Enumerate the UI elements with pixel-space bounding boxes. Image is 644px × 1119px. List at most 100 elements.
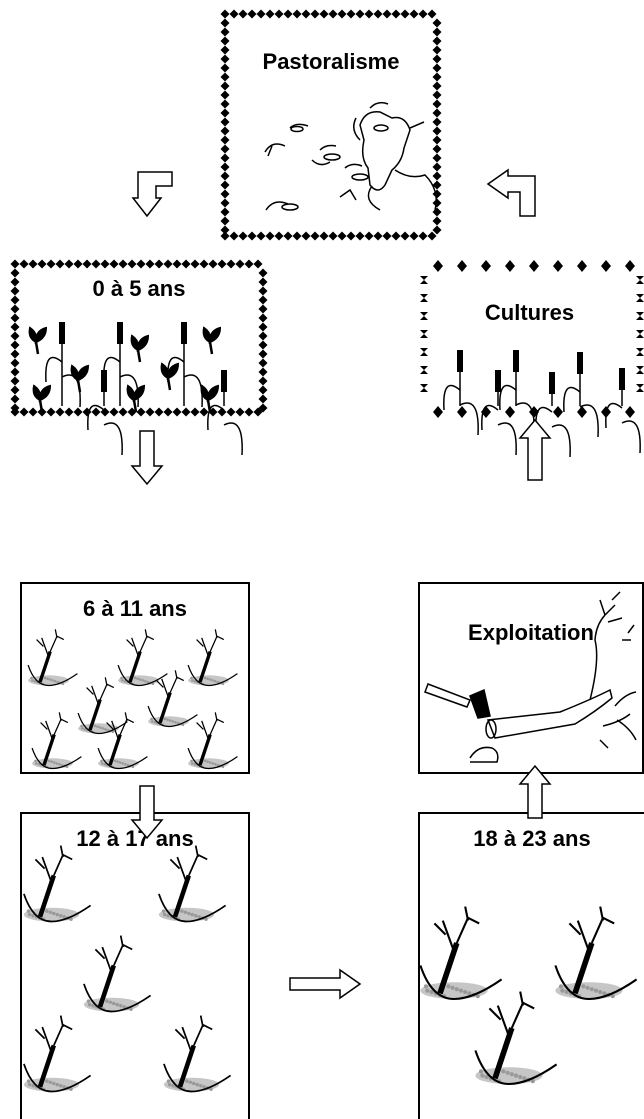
- border-diamond: [226, 407, 236, 417]
- border-diamond: [274, 9, 284, 19]
- millet-leaf: [87, 404, 105, 431]
- pastoralisme-title: Pastoralisme: [262, 49, 400, 74]
- border-diamond: [301, 9, 311, 19]
- border-diamond: [238, 9, 248, 19]
- millet-leaf: [497, 422, 517, 456]
- shrub-in-basin-icon: [187, 629, 238, 687]
- border-diamond: [256, 9, 266, 19]
- border-diamond: [391, 9, 401, 19]
- border-diamond: [220, 36, 230, 46]
- border-diamond: [337, 9, 347, 19]
- border-diamond: [529, 260, 539, 272]
- border-diamond: [10, 340, 20, 350]
- border-diamond: [10, 313, 20, 323]
- arrow-pastoral-to-0-5: [131, 171, 173, 218]
- cow-head-icon: [353, 111, 437, 211]
- border-diamond: [217, 407, 227, 417]
- border-diamond: [10, 367, 20, 377]
- border-diamond: [82, 259, 92, 269]
- border-diamond: [220, 117, 230, 127]
- border-diamond: [432, 72, 442, 82]
- cultures-title: Cultures: [484, 300, 575, 325]
- border-diamond: [432, 198, 442, 208]
- age-12-17-title: 12 à 17 ans: [76, 826, 194, 851]
- millet-leaf: [459, 402, 479, 436]
- border-diamond: [73, 259, 83, 269]
- border-diamond: [577, 260, 587, 272]
- border-diamond: [220, 144, 230, 154]
- border-diamond: [220, 45, 230, 55]
- border-diamond: [190, 259, 200, 269]
- border-hourglass: [636, 348, 644, 356]
- border-diamond: [220, 99, 230, 109]
- arrow-0-5-to-6-11: [130, 430, 164, 486]
- shrub-in-basin-icon: [419, 906, 503, 1001]
- border-diamond: [346, 9, 356, 19]
- border-diamond: [73, 407, 83, 417]
- border-diamond: [127, 259, 137, 269]
- border-diamond: [10, 268, 20, 278]
- seedling-icon: [200, 384, 220, 402]
- border-diamond: [432, 180, 442, 190]
- border-diamond: [481, 260, 491, 272]
- millet-leaf: [621, 420, 641, 454]
- border-diamond: [109, 407, 119, 417]
- border-diamond: [432, 117, 442, 127]
- border-diamond: [181, 407, 191, 417]
- border-diamond: [432, 18, 442, 28]
- shrub-in-basin-icon: [163, 1015, 232, 1093]
- border-diamond: [258, 322, 268, 332]
- border-diamond: [258, 286, 268, 296]
- shrub-in-basin-icon: [117, 629, 168, 687]
- age-18-23-illustration: [419, 906, 638, 1086]
- millet-leaf: [551, 424, 571, 458]
- border-diamond: [19, 407, 29, 417]
- border-diamond: [433, 406, 443, 418]
- arrow-exploitation-to-cultures: [518, 418, 552, 481]
- millet-head-icon: [221, 370, 227, 392]
- border-diamond: [220, 27, 230, 37]
- border-hourglass: [636, 366, 644, 374]
- border-diamond: [432, 207, 442, 217]
- seedling-icon: [28, 326, 48, 344]
- border-hourglass: [636, 330, 644, 338]
- border-hourglass: [420, 294, 428, 302]
- cultures-pattern-border: [420, 260, 644, 418]
- shrub-in-basin-icon: [23, 845, 92, 923]
- shrub-in-basin-icon: [147, 670, 198, 728]
- border-diamond: [432, 63, 442, 73]
- millet-leaf: [119, 374, 139, 408]
- arrow-12-17-to-18-23: [289, 968, 362, 1000]
- millet-leaf: [481, 404, 499, 431]
- seedling-stem: [206, 399, 212, 413]
- seedling-icon: [32, 384, 52, 402]
- age-6-11-illustration: [27, 629, 238, 770]
- border-diamond: [432, 108, 442, 118]
- border-hourglass: [636, 384, 644, 392]
- border-diamond: [172, 259, 182, 269]
- border-diamond: [505, 406, 515, 418]
- seedling-icon: [130, 334, 150, 352]
- border-diamond: [355, 231, 365, 241]
- border-diamond: [244, 259, 254, 269]
- border-diamond: [220, 108, 230, 118]
- border-diamond: [553, 406, 563, 418]
- border-diamond: [382, 231, 392, 241]
- border-diamond: [118, 259, 128, 269]
- border-diamond: [220, 72, 230, 82]
- border-diamond: [10, 376, 20, 386]
- border-diamond: [163, 259, 173, 269]
- border-diamond: [145, 259, 155, 269]
- border-hourglass: [420, 366, 428, 374]
- millet-leaf: [103, 356, 121, 383]
- border-diamond: [10, 403, 20, 413]
- border-diamond: [391, 231, 401, 241]
- border-diamond: [247, 9, 257, 19]
- border-diamond: [432, 153, 442, 163]
- border-diamond: [418, 231, 428, 241]
- millet-leaf: [45, 356, 63, 383]
- millet-head-icon: [457, 350, 463, 372]
- border-diamond: [226, 259, 236, 269]
- shrub-in-basin-icon: [474, 991, 558, 1086]
- border-diamond: [409, 9, 419, 19]
